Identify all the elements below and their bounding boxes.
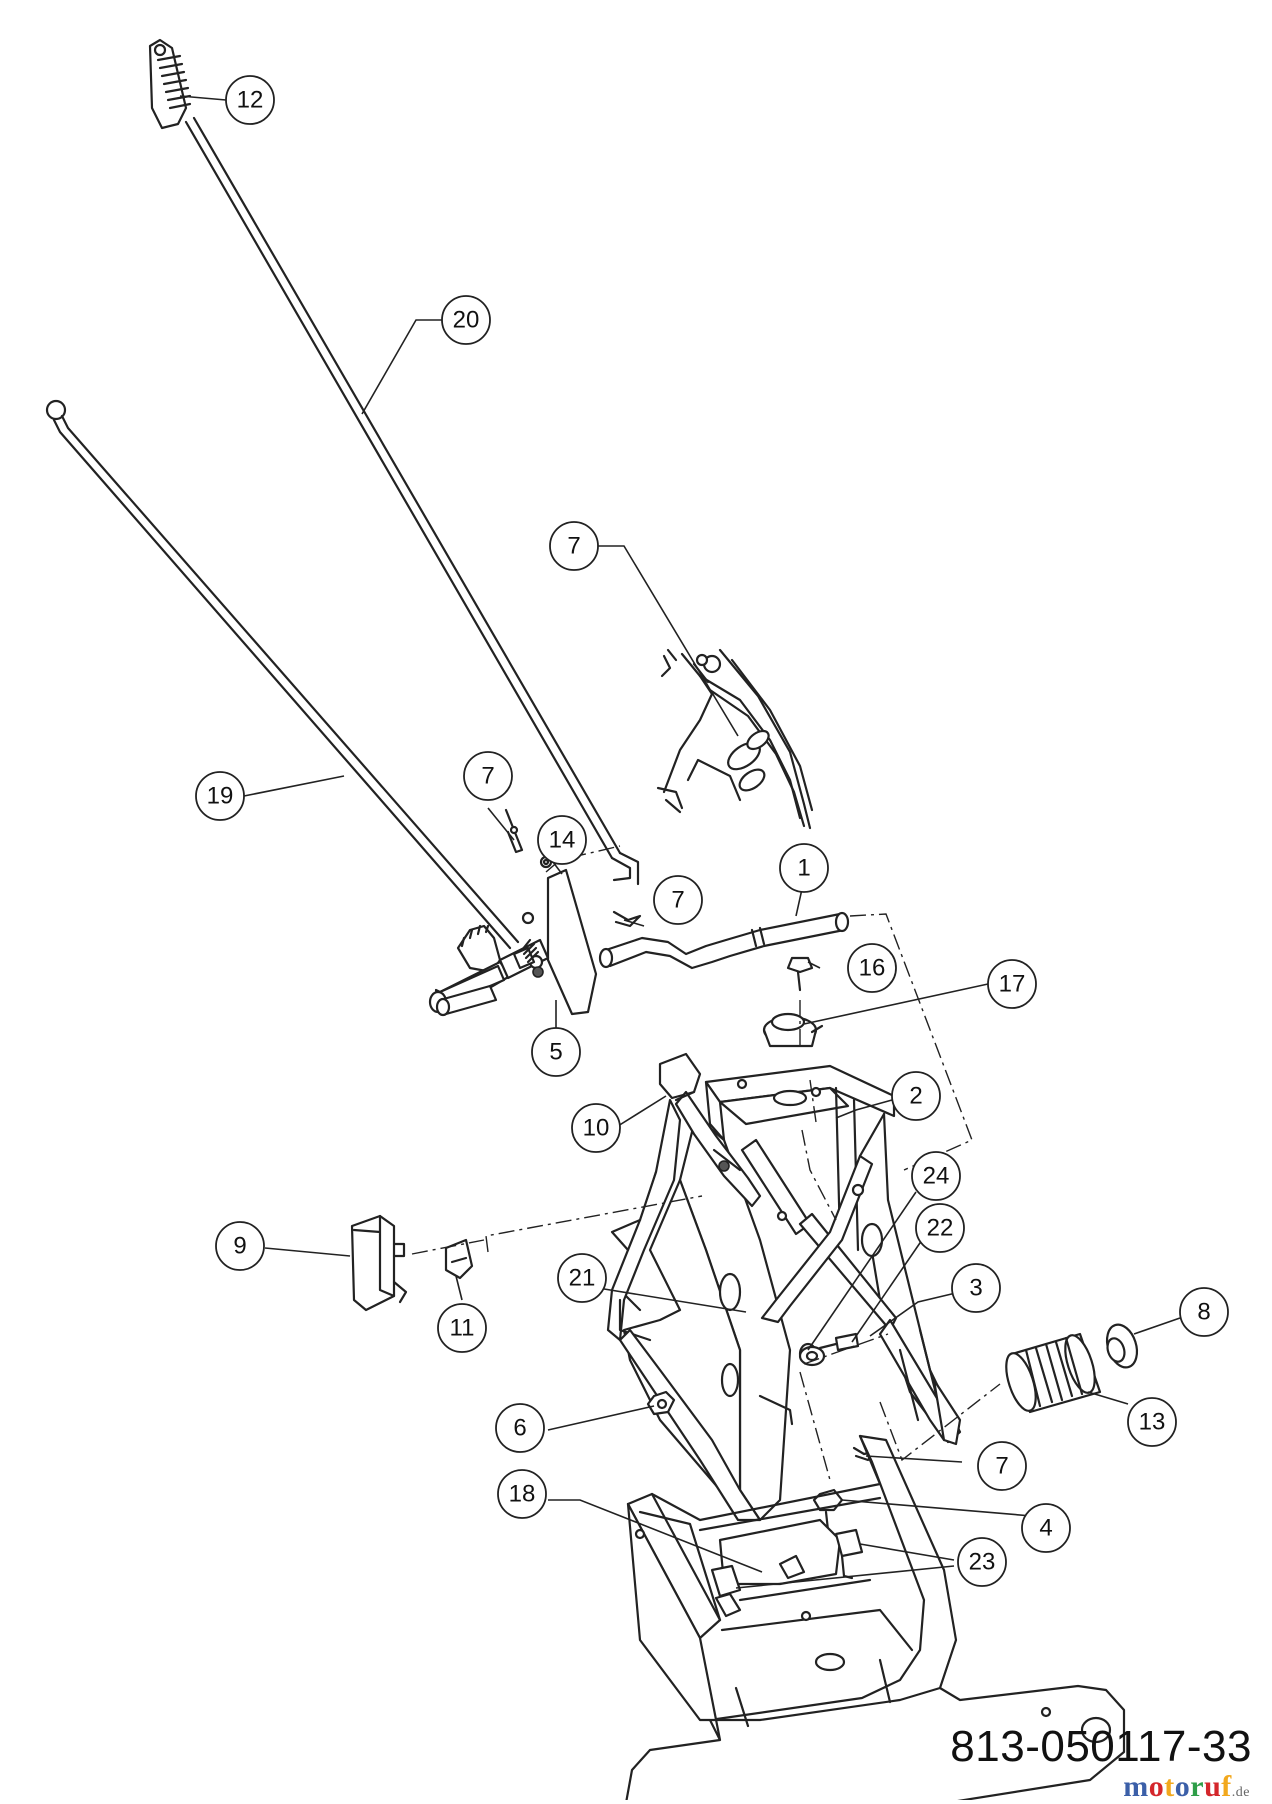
callouts: 12 20 7 19 7 14 7 1 16 17 5 xyxy=(195,75,1229,1587)
callout-11: 11 xyxy=(437,1303,487,1353)
callout-22: 22 xyxy=(915,1203,965,1253)
callout-6: 6 xyxy=(495,1403,545,1453)
callout-13: 13 xyxy=(1127,1397,1177,1447)
watermark-letter: r xyxy=(1190,1770,1205,1803)
callout-9: 9 xyxy=(215,1221,265,1271)
cap-8 xyxy=(1105,1323,1139,1369)
callout-19: 19 xyxy=(195,771,245,821)
watermark-letter: u xyxy=(1204,1770,1222,1803)
svg-text:12: 12 xyxy=(237,87,264,114)
svg-text:7: 7 xyxy=(671,887,684,914)
callout-24: 24 xyxy=(911,1151,961,1201)
callout-2: 2 xyxy=(891,1071,941,1121)
inset-detail xyxy=(656,648,814,830)
svg-text:7: 7 xyxy=(995,1453,1008,1480)
roller-13 xyxy=(1005,1332,1102,1414)
bolt-16 xyxy=(786,956,814,992)
callout-14: 14 xyxy=(537,815,587,865)
svg-text:8: 8 xyxy=(1197,1299,1210,1326)
part-number: 813-050117-33 xyxy=(950,1722,1252,1771)
svg-text:21: 21 xyxy=(569,1265,596,1292)
callout-7-shaft: 7 xyxy=(653,875,703,925)
svg-text:4: 4 xyxy=(1039,1515,1052,1542)
pedal-stand xyxy=(606,1064,962,1522)
callout-12: 12 xyxy=(225,75,275,125)
svg-text:10: 10 xyxy=(583,1115,610,1142)
clip-11 xyxy=(444,1238,474,1280)
shaft-1 xyxy=(598,911,850,970)
svg-text:19: 19 xyxy=(207,783,234,810)
watermark-letter: o xyxy=(1148,1770,1165,1803)
svg-text:18: 18 xyxy=(509,1481,536,1508)
watermark-letter: o xyxy=(1174,1770,1191,1803)
washer-22 xyxy=(798,1345,826,1367)
svg-text:7: 7 xyxy=(481,763,494,790)
lever-bracket-5 xyxy=(428,868,598,1016)
assembly-lines xyxy=(411,845,1001,1481)
bushing-17 xyxy=(762,1012,824,1048)
watermark-letter: t xyxy=(1164,1770,1175,1803)
motoruf-watermark-logo: motoruf.de xyxy=(1123,1770,1250,1804)
callout-4: 4 xyxy=(1021,1503,1071,1553)
svg-text:1: 1 xyxy=(797,855,810,882)
callout-1: 1 xyxy=(779,843,829,893)
spring-12 xyxy=(148,38,192,130)
rod-19 xyxy=(45,399,520,950)
callout-16: 16 xyxy=(847,943,897,993)
callout-10: 10 xyxy=(571,1103,621,1153)
watermark-letter: f xyxy=(1221,1770,1232,1803)
svg-text:9: 9 xyxy=(233,1233,246,1260)
svg-text:14: 14 xyxy=(549,827,576,854)
cotter-pin-7-mid xyxy=(612,910,642,928)
watermark-suffix: .de xyxy=(1231,1785,1250,1800)
watermark-letter: m xyxy=(1123,1770,1149,1803)
callout-7-base: 7 xyxy=(977,1441,1027,1491)
pivot-shaft xyxy=(435,984,498,1017)
svg-text:16: 16 xyxy=(859,955,886,982)
rod-20 xyxy=(184,116,640,886)
callout-20: 20 xyxy=(441,295,491,345)
callout-7-pin: 7 xyxy=(463,751,513,801)
callout-8: 8 xyxy=(1179,1287,1229,1337)
pedal-10 xyxy=(658,1052,762,1208)
svg-text:13: 13 xyxy=(1139,1409,1166,1436)
svg-text:5: 5 xyxy=(549,1039,562,1066)
callout-3: 3 xyxy=(951,1263,1001,1313)
callout-5: 5 xyxy=(531,1027,581,1077)
svg-text:7: 7 xyxy=(567,533,580,560)
svg-text:20: 20 xyxy=(453,307,480,334)
block-9 xyxy=(350,1214,408,1312)
svg-text:24: 24 xyxy=(923,1163,950,1190)
svg-text:2: 2 xyxy=(909,1083,922,1110)
callout-21: 21 xyxy=(557,1253,607,1303)
callout-7-inset: 7 xyxy=(549,521,599,571)
callout-18: 18 xyxy=(497,1469,547,1519)
leader-lines xyxy=(179,95,1181,1589)
cotter-pin-7-left xyxy=(504,808,524,854)
callout-23: 23 xyxy=(957,1537,1007,1587)
svg-text:6: 6 xyxy=(513,1415,526,1442)
callout-17: 17 xyxy=(987,959,1037,1009)
svg-text:17: 17 xyxy=(999,971,1026,998)
svg-text:22: 22 xyxy=(927,1215,954,1242)
svg-text:23: 23 xyxy=(969,1549,996,1576)
svg-text:3: 3 xyxy=(969,1275,982,1302)
svg-text:11: 11 xyxy=(450,1315,475,1342)
nut-6 xyxy=(646,1390,676,1416)
